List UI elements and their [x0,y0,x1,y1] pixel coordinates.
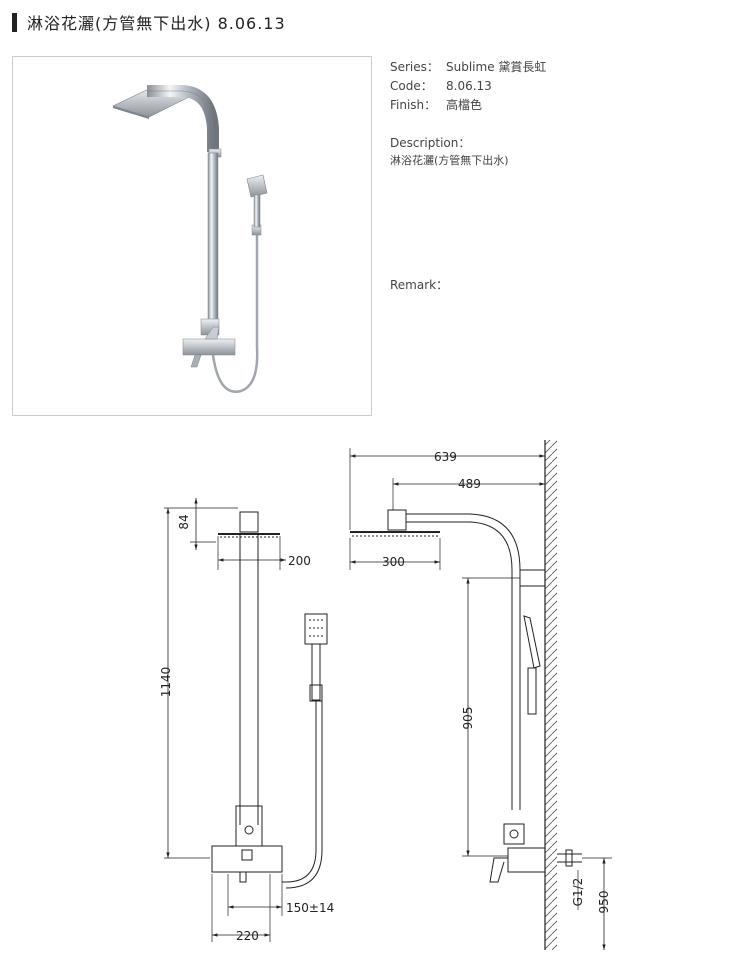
dim-84: 84 [177,514,191,529]
remark-label: Remark： [390,278,449,292]
side-mixer [507,847,546,873]
dim-300: 300 [382,555,405,569]
page-title: 淋浴花灑(方管無下出水) 8.06.13 [27,14,286,33]
dim-950: 950 [597,891,611,914]
dim-220: 220 [236,929,259,943]
description-text: 淋浴花灑(方管無下出水) [390,154,509,167]
title-marker [12,12,17,32]
page-title-bar: 淋浴花灑(方管無下出水) 8.06.13 [12,10,286,34]
spec-row-finish: Finish： 高檔色 [390,96,546,115]
dim-g12: G1/2 [571,878,585,907]
dim-905: 905 [461,707,475,730]
dim-639: 639 [434,450,457,464]
front-head-connector [239,511,259,533]
spec-label: Finish： [390,98,437,112]
dim-1140: 1140 [159,667,173,698]
dimension-drawing: 84 200 1140 150±14 220 639 489 300 905 G… [159,440,612,950]
product-photo [12,56,372,416]
description-label: Description： [390,136,471,150]
dim-200: 200 [288,554,311,568]
spec-list: Series： Sublime 黛賞長虹 Code： 8.06.13 Finis… [390,58,546,115]
front-hand-shower [304,613,328,645]
technical-drawing: 84 200 1140 150±14 220 639 489 300 905 G… [0,430,750,960]
spec-value: 高檔色 [446,98,483,112]
side-hand-shower [523,615,541,669]
spec-row-code: Code： 8.06.13 [390,77,546,96]
dim-489: 489 [458,477,481,491]
spec-value: 8.06.13 [446,79,492,93]
spec-value: Sublime 黛賞長虹 [446,60,547,74]
spec-row-series: Series： Sublime 黛賞長虹 [390,58,546,77]
dim-150: 150±14 [286,901,334,915]
shower-photo-illustration [112,85,268,393]
wall-hatching [545,440,557,950]
spec-label: Series： [390,60,439,74]
front-mixer [211,845,283,873]
spec-label: Code： [390,79,433,93]
